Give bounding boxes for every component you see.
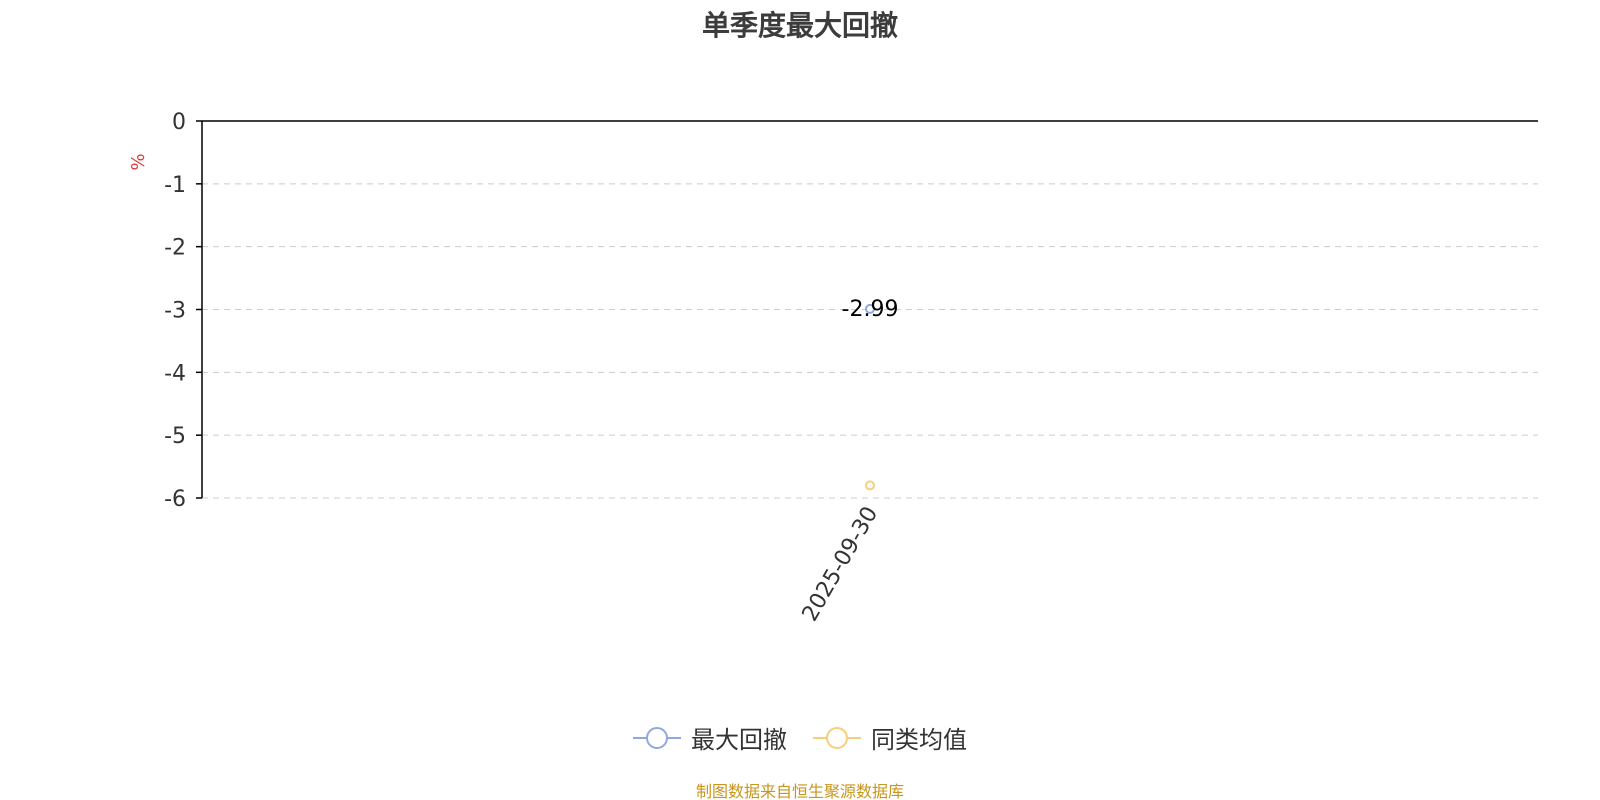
y-tick-label: -3	[164, 299, 186, 324]
y-tick-label: -2	[164, 236, 186, 261]
y-tick-label: -1	[164, 173, 186, 198]
y-tick-label: -6	[164, 487, 186, 512]
chart-title: 单季度最大回撤	[701, 9, 898, 42]
x-tick-label: 2025-09-30	[798, 503, 884, 626]
legend: 最大回撤 同类均值	[0, 720, 1600, 755]
source-note: 制图数据来自恒生聚源数据库	[695, 782, 904, 800]
legend-label-max-drawdown: 最大回撤	[691, 726, 787, 754]
y-axis-label: %	[128, 153, 149, 170]
data-point-series-0	[865, 303, 875, 314]
y-tick-label: -5	[164, 424, 186, 449]
y-tick-label: -4	[164, 361, 186, 386]
legend-item-max-drawdown[interactable]: 最大回撤	[633, 720, 787, 755]
legend-item-peer-average[interactable]: 同类均值	[813, 720, 967, 755]
data-label: -2.99	[842, 297, 899, 322]
legend-marker-peer-average	[813, 726, 861, 749]
legend-label-peer-average: 同类均值	[871, 726, 967, 754]
data-point-series-1	[865, 480, 875, 491]
y-tick-label: 0	[172, 110, 186, 135]
legend-marker-max-drawdown	[633, 726, 681, 749]
